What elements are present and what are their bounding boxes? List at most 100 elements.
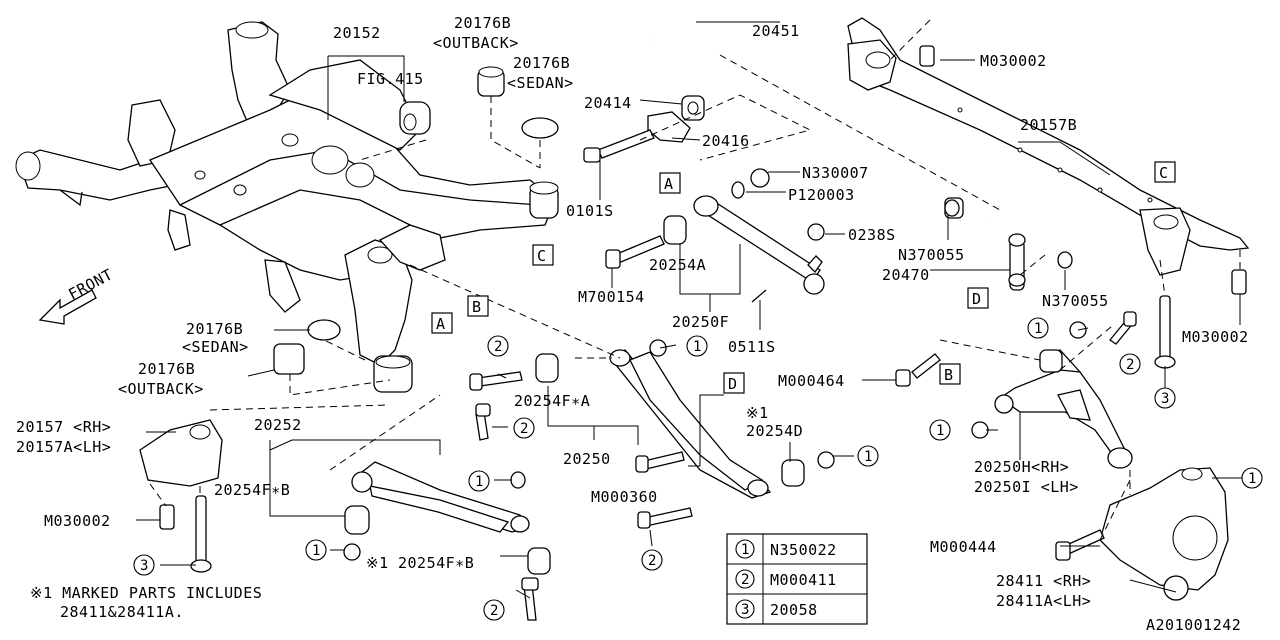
- label-20176b-mid: 20176B: [186, 320, 243, 338]
- svg-text:B: B: [472, 298, 482, 316]
- svg-text:D: D: [728, 375, 738, 393]
- label-20470: 20470: [882, 266, 930, 284]
- label-20451: 20451: [752, 22, 800, 40]
- label-20176b-top: 20176B: [454, 14, 511, 32]
- callout-2-e: 2: [1119, 353, 1141, 375]
- label-20250i: 20250I <LH>: [974, 478, 1079, 496]
- legend-row-2: 2 M000411: [735, 569, 837, 589]
- label-20157a-lh: 20157A<LH>: [16, 438, 111, 456]
- label-20254fb-b: 20254F∗B: [398, 554, 474, 572]
- note-line-2: 28411&28411A.: [60, 603, 184, 621]
- label-sedan-mid: <SEDAN>: [182, 338, 249, 356]
- svg-text:1: 1: [936, 423, 944, 439]
- label-m700154: M700154: [578, 288, 645, 306]
- label-outback-mid: <OUTBACK>: [118, 380, 204, 398]
- callout-1-g: 1: [1241, 467, 1263, 489]
- svg-text:A: A: [436, 315, 446, 333]
- svg-text:2: 2: [1126, 357, 1134, 373]
- leader-lines: [136, 21, 1242, 599]
- knuckle-28411-drawing: [1055, 467, 1229, 601]
- svg-text:C: C: [537, 247, 547, 265]
- callout-3-a: 3: [133, 554, 155, 576]
- ref-box-b-2: B: [939, 363, 961, 385]
- svg-text:1: 1: [741, 542, 749, 558]
- svg-text:3: 3: [741, 602, 749, 618]
- note-line-1: ※1 MARKED PARTS INCLUDES: [30, 584, 262, 602]
- guide-lines: [149, 19, 1241, 541]
- part-labels: 20152 FIG.415 20176B <OUTBACK> 20176B <S…: [16, 14, 1249, 634]
- svg-text:M000411: M000411: [770, 571, 837, 589]
- callout-1-b: 1: [468, 470, 490, 492]
- label-m000444: M000444: [930, 538, 997, 556]
- label-n370055-b: N370055: [1042, 292, 1109, 310]
- svg-text:N350022: N350022: [770, 541, 837, 559]
- svg-text:2: 2: [741, 572, 749, 588]
- label-20254a: 20254A: [649, 256, 706, 274]
- label-20254d: 20254D: [746, 422, 803, 440]
- callout-2-a: 2: [487, 335, 509, 357]
- svg-text:D: D: [972, 290, 982, 308]
- label-m030002-right: M030002: [1182, 328, 1249, 346]
- svg-text:2: 2: [648, 553, 656, 569]
- callout-1-f: 1: [1027, 317, 1049, 339]
- label-20250h: 20250H<RH>: [974, 458, 1069, 476]
- left-side-parts-drawing: [139, 45, 1247, 573]
- label-20414: 20414: [584, 94, 632, 112]
- label-20254fb-a: 20254F∗B: [214, 481, 290, 499]
- label-p120003: P120003: [788, 186, 855, 204]
- lateral-link-20252-drawing: [343, 461, 551, 621]
- front-arrow-icon: FRONT: [38, 265, 116, 325]
- svg-text:C: C: [1159, 164, 1169, 182]
- svg-text:B: B: [944, 366, 954, 384]
- label-m000360: M000360: [591, 488, 658, 506]
- label-outback-top: <OUTBACK>: [433, 34, 519, 52]
- rear-subframe-drawing: [15, 21, 559, 393]
- ref-box-c-1: C: [532, 244, 554, 266]
- crossmember-20157b-drawing: [847, 17, 1250, 276]
- svg-text:2: 2: [494, 339, 502, 355]
- callout-2-c: 2: [483, 599, 505, 621]
- svg-text:1: 1: [475, 474, 483, 490]
- ref-box-c-2: C: [1154, 161, 1176, 183]
- svg-text:1: 1: [1034, 321, 1042, 337]
- label-20176b-mid2: 20176B: [138, 360, 195, 378]
- legend-row-3: 3 20058: [735, 599, 818, 619]
- label-0511s: 0511S: [728, 338, 776, 356]
- ref-box-a-1: A: [431, 312, 453, 334]
- label-28411a-lh: 28411A<LH>: [996, 592, 1091, 610]
- svg-text:20058: 20058: [770, 601, 818, 619]
- svg-text:3: 3: [140, 558, 148, 574]
- svg-text:1: 1: [1248, 471, 1256, 487]
- label-20416: 20416: [702, 132, 750, 150]
- callout-1-a: 1: [686, 335, 708, 357]
- svg-text:A: A: [664, 175, 674, 193]
- upper-arm-20250h-drawing: [895, 311, 1137, 469]
- label-m030002-top: M030002: [980, 52, 1047, 70]
- label-mark1-b: ※1: [366, 554, 389, 572]
- label-20250: 20250: [563, 450, 611, 468]
- label-n330007: N330007: [802, 164, 869, 182]
- label-20157b: 20157B: [1020, 116, 1077, 134]
- label-20152: 20152: [333, 24, 381, 42]
- label-0101s: 0101S: [566, 202, 614, 220]
- label-20250f: 20250F: [672, 313, 729, 331]
- svg-text:1: 1: [693, 339, 701, 355]
- callout-1-e: 1: [929, 419, 951, 441]
- legend-table: 1 N350022 2 M000411 3 20058: [726, 533, 868, 625]
- callout-1-c: 1: [305, 539, 327, 561]
- label-mark1: ※1: [746, 404, 769, 422]
- ref-box-d-2: D: [723, 372, 745, 394]
- ref-box-d-1: D: [967, 287, 989, 309]
- label-20254fa: 20254F∗A: [514, 392, 590, 410]
- label-0238s: 0238S: [848, 226, 896, 244]
- legend-row-1: 1 N350022: [735, 539, 837, 559]
- callout-2-d: 2: [641, 549, 663, 571]
- label-m000464: M000464: [778, 372, 845, 390]
- callout-2-b: 2: [513, 417, 535, 439]
- label-28411-rh: 28411 <RH>: [996, 572, 1091, 590]
- svg-text:3: 3: [1161, 391, 1169, 407]
- ref-box-a-2: A: [659, 172, 681, 194]
- svg-text:1: 1: [312, 543, 320, 559]
- ref-box-b-1: B: [467, 295, 489, 317]
